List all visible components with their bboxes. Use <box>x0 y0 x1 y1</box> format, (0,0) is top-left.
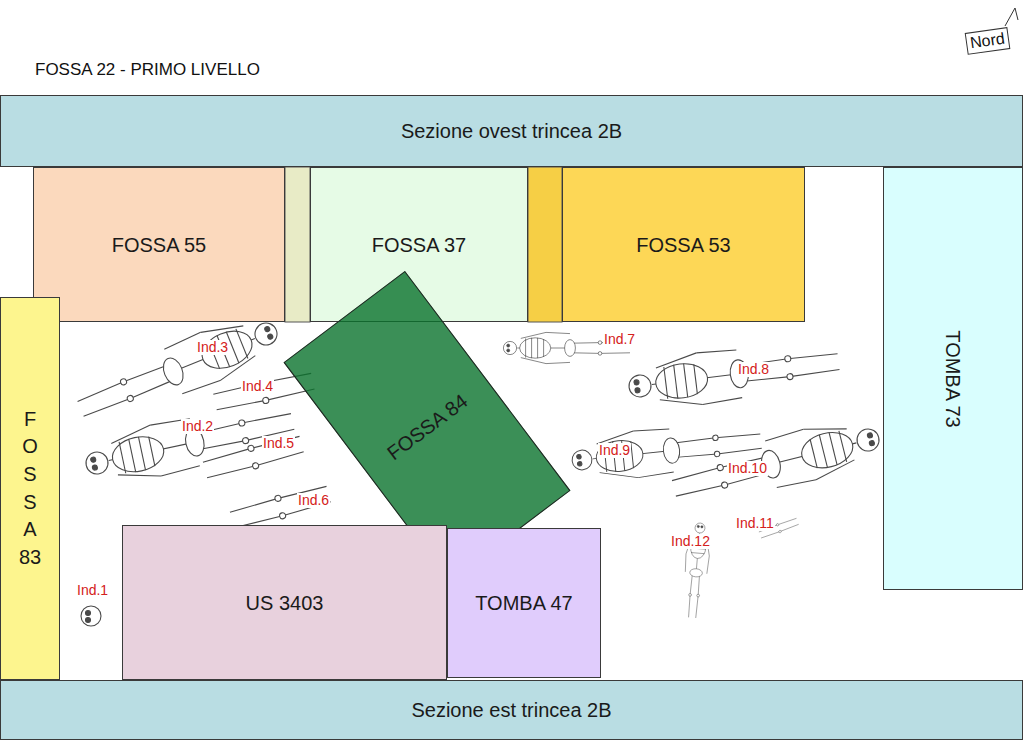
area-label: FOSSA 55 <box>112 233 207 257</box>
individual-label: Ind.10 <box>727 461 768 476</box>
fill-strip <box>285 167 310 322</box>
individual-label: Ind.4 <box>241 379 274 394</box>
individual-label: Ind.6 <box>297 493 330 508</box>
area-label: FOSSA 84 <box>382 388 472 464</box>
stratigraphic-unit: US 3403 <box>122 525 447 680</box>
section-band: Sezione est trincea 2B <box>0 680 1023 740</box>
pit-area: FOSSA 53 <box>562 167 805 322</box>
individual-label: Ind.12 <box>670 534 711 549</box>
individual-label: Ind.9 <box>598 443 631 458</box>
section-band: Sezione ovest trincea 2B <box>0 95 1023 167</box>
plan-title: FOSSA 22 - PRIMO LIVELLO <box>35 60 260 80</box>
area-label: FOSSA 83 <box>19 406 41 572</box>
tomb-area: TOMBA 47 <box>447 528 601 678</box>
pit-area: FOSSA 55 <box>33 167 285 322</box>
area-label: US 3403 <box>246 591 324 615</box>
individual-label: Ind.3 <box>196 340 229 355</box>
north-arrow <box>1005 8 1018 26</box>
area-label: TOMBA 73 <box>941 330 965 427</box>
area-label: FOSSA 53 <box>636 233 731 257</box>
north-label: Nord <box>965 27 1010 54</box>
individual-label: Ind.8 <box>737 362 770 377</box>
tomb-area: TOMBA 73 <box>883 167 1023 590</box>
area-label: TOMBA 47 <box>475 591 572 615</box>
individual-label: Ind.2 <box>181 419 214 434</box>
individual-label: Ind.7 <box>603 332 636 347</box>
area-label: Sezione ovest trincea 2B <box>401 119 622 143</box>
fill-strip <box>528 167 562 322</box>
area-label: FOSSA 37 <box>372 233 467 257</box>
individual-label: Ind.1 <box>76 583 109 598</box>
individual-label: Ind.5 <box>262 436 295 451</box>
area-label: Sezione est trincea 2B <box>411 698 611 722</box>
pit-area: FOSSA 83 <box>0 297 60 680</box>
individual-label: Ind.11 <box>735 516 775 531</box>
